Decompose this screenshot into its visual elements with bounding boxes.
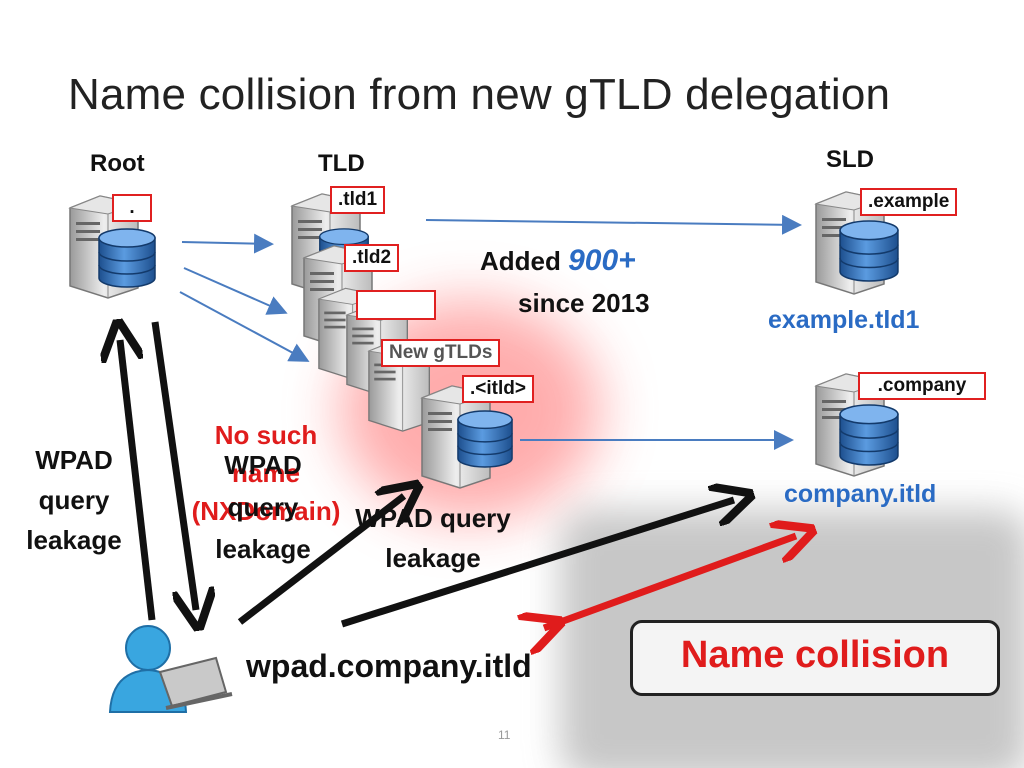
new-gtlds-tag: New gTLDs [381, 339, 501, 367]
company-tag: .company [858, 372, 986, 400]
added-label: Added 900+ [480, 244, 636, 278]
column-tld: TLD [318, 150, 365, 177]
page-number: 11 [498, 728, 511, 742]
example-tag: .example [860, 188, 958, 216]
root-to-tld2-arrow [183, 267, 288, 315]
user-to-root-arrow [120, 340, 156, 621]
nxdomain-line2: name [232, 458, 300, 488]
example-domain: example.tld1 [768, 306, 920, 334]
nxdomain-line3: (NXDomain) [191, 496, 341, 526]
added-number: 900+ [568, 244, 636, 277]
nxdomain-label: No such name (NXDomain) [186, 416, 346, 530]
itld-tag: .<itld> [462, 375, 534, 403]
user-to-itld-arrow [237, 496, 404, 625]
collision-arrow [544, 536, 796, 628]
wpad-domain: wpad.company.itld [246, 648, 532, 684]
wpad-right-line2: leakage [385, 543, 481, 573]
slide-title: Name collision from new gTLD delegation [68, 70, 891, 119]
added-prefix: Added [480, 246, 561, 276]
wpad-middle-line1: WPAD [224, 450, 302, 480]
wpad-right-line1: WPAD query [355, 503, 511, 533]
wpad-left-line2: query [38, 485, 110, 515]
tld3-tag [356, 290, 436, 320]
wpad-right-label: WPAD query leakage [338, 498, 528, 578]
tld1-to-example-arrow [425, 214, 802, 235]
tld2-tag: .tld2 [344, 244, 400, 272]
wpad-middle-line2: query [227, 492, 299, 522]
column-root: Root [90, 150, 145, 177]
root-to-user-arrow [151, 321, 196, 610]
name-collision-text: Name collision [680, 634, 950, 676]
company-domain: company.itld [784, 480, 937, 508]
added-suffix: since 2013 [518, 288, 650, 318]
tld1-tag: .tld1 [330, 186, 386, 214]
root-to-newgtld-arrow [179, 291, 310, 362]
root-tag: . [112, 194, 152, 222]
wpad-left-label: WPAD query leakage [14, 440, 134, 560]
name-collision-box [630, 620, 1000, 696]
column-sld: SLD [826, 146, 874, 173]
wpad-middle-line3: leakage [215, 534, 311, 564]
wpad-middle-label: WPAD query leakage [198, 444, 328, 570]
wpad-left-line3: leakage [26, 525, 122, 555]
root-to-tld1-arrow [181, 233, 274, 254]
wpad-left-line1: WPAD [35, 445, 113, 475]
user-icon [108, 625, 233, 713]
nxdomain-line1: No such [214, 420, 318, 450]
